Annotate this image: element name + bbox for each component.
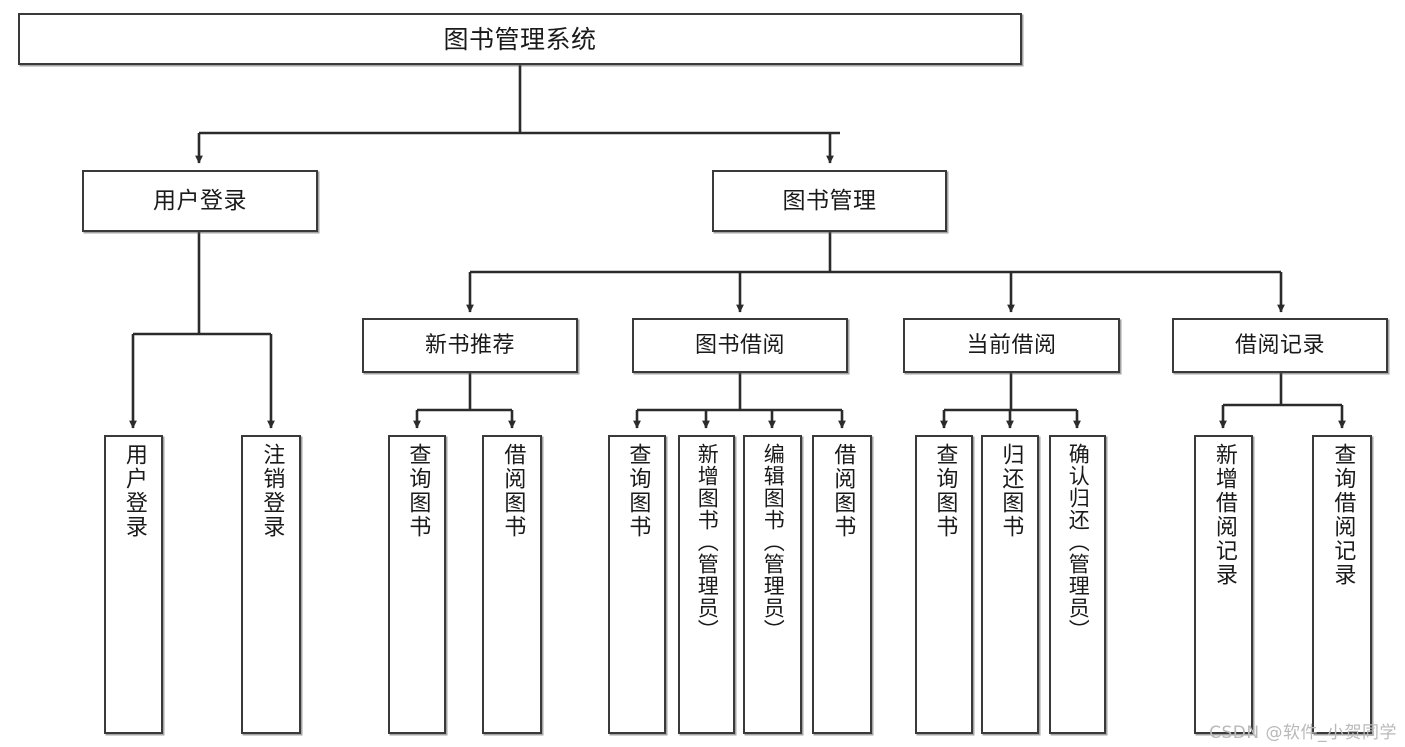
leaf-record-add-record[interactable]: 新增借阅记录 bbox=[1194, 435, 1253, 734]
leaf-user-login-login[interactable]: 用户登录 bbox=[104, 435, 163, 734]
node-book-borrow[interactable]: 图书借阅 bbox=[632, 318, 848, 373]
leaf-recommend-borrow-book[interactable]: 借阅图书 bbox=[482, 435, 542, 734]
node-user-login[interactable]: 用户登录 bbox=[82, 170, 318, 232]
node-label: 借阅图书 bbox=[500, 443, 526, 539]
node-root-system[interactable]: 图书管理系统 bbox=[18, 13, 1022, 65]
node-new-book-recommend[interactable]: 新书推荐 bbox=[362, 318, 578, 373]
node-label: 注销登录 bbox=[259, 443, 285, 539]
node-label: 借阅记录 bbox=[1234, 332, 1325, 358]
node-label: 查询图书 bbox=[932, 443, 958, 539]
node-book-management[interactable]: 图书管理 bbox=[712, 170, 947, 232]
leaf-borrow-borrow-book[interactable]: 借阅图书 bbox=[812, 435, 872, 734]
leaf-user-login-logout[interactable]: 注销登录 bbox=[241, 435, 301, 734]
leaf-borrow-add-book-admin[interactable]: 新增图书（管理员） bbox=[678, 435, 735, 734]
leaf-current-confirm-return-admin[interactable]: 确认归还（管理员） bbox=[1049, 435, 1106, 734]
node-label: 图书管理 bbox=[782, 187, 877, 214]
node-label: 编辑图书（管理员） bbox=[761, 443, 786, 641]
node-current-borrow[interactable]: 当前借阅 bbox=[903, 318, 1120, 373]
node-label: 当前借阅 bbox=[966, 332, 1057, 358]
leaf-borrow-edit-book-admin[interactable]: 编辑图书（管理员） bbox=[743, 435, 802, 734]
leaf-current-query-book[interactable]: 查询图书 bbox=[915, 435, 973, 734]
node-label: 查询借阅记录 bbox=[1330, 443, 1356, 587]
leaf-record-query-record[interactable]: 查询借阅记录 bbox=[1312, 435, 1372, 734]
node-label: 图书借阅 bbox=[694, 332, 785, 358]
node-label: 新增借阅记录 bbox=[1211, 443, 1237, 587]
watermark-text: CSDN @软件_小贺同学 bbox=[1209, 723, 1397, 743]
node-label: 新书推荐 bbox=[424, 332, 515, 358]
node-label: 借阅图书 bbox=[830, 443, 856, 539]
node-label: 归还图书 bbox=[998, 443, 1024, 539]
node-label: 查询图书 bbox=[625, 443, 651, 539]
node-label: 确认归还（管理员） bbox=[1066, 443, 1091, 641]
node-label: 用户登录 bbox=[153, 187, 247, 214]
node-label: 查询图书 bbox=[405, 443, 431, 539]
leaf-current-return-book[interactable]: 归还图书 bbox=[981, 435, 1039, 734]
node-label: 用户登录 bbox=[121, 443, 147, 539]
node-label: 图书管理系统 bbox=[443, 24, 597, 54]
leaf-borrow-query-book[interactable]: 查询图书 bbox=[608, 435, 666, 734]
node-label: 新增图书（管理员） bbox=[695, 443, 720, 641]
leaf-recommend-query-book[interactable]: 查询图书 bbox=[388, 435, 446, 734]
node-borrow-record[interactable]: 借阅记录 bbox=[1172, 318, 1388, 373]
